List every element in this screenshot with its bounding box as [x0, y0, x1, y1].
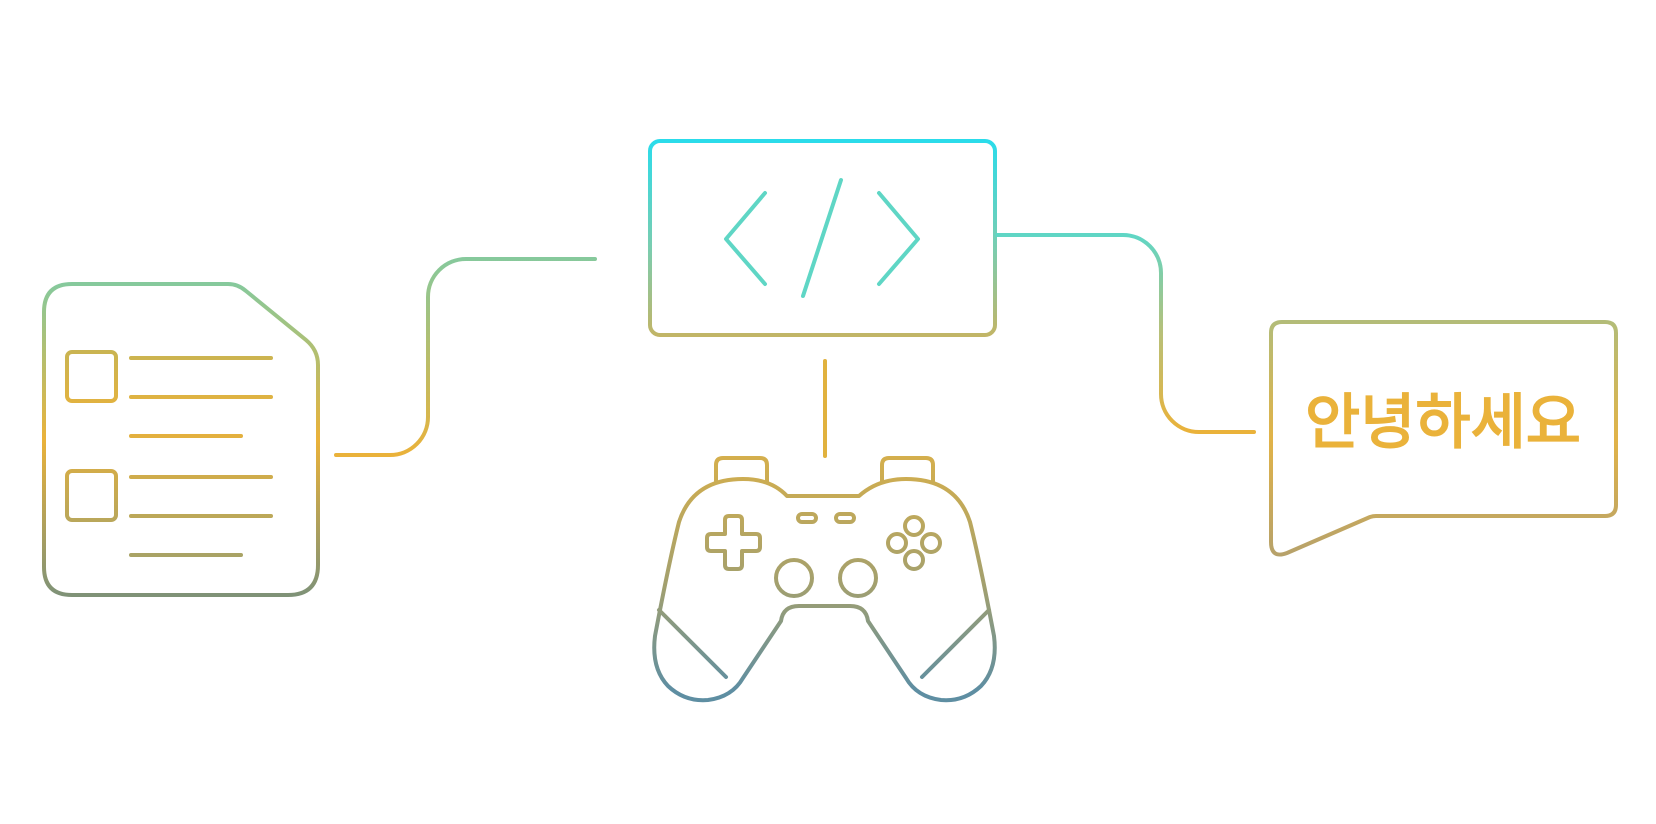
bumper-left — [714, 456, 769, 483]
start-button — [834, 512, 856, 524]
connector-document-to-code — [334, 257, 597, 457]
slash — [801, 178, 843, 298]
angle-bracket-right — [877, 191, 920, 286]
grip-line-right — [920, 608, 991, 679]
code-box-outline — [648, 139, 997, 337]
thumbstick-left — [774, 558, 814, 598]
checklist-items — [65, 350, 273, 557]
action-button-right — [920, 532, 942, 554]
dpad-icon — [705, 514, 762, 571]
connector-code-to-speech — [995, 233, 1256, 434]
checkbox-icon — [65, 350, 118, 403]
angle-bracket-left — [724, 191, 767, 286]
grip-line-left — [657, 608, 728, 679]
document-outline — [42, 282, 320, 597]
checkbox-icon — [65, 469, 118, 522]
action-button-bottom — [903, 549, 925, 571]
gamepad-icon — [652, 456, 997, 703]
action-button-left — [886, 532, 908, 554]
document-checklist-icon — [42, 282, 320, 597]
code-brackets-icon — [648, 139, 997, 337]
bumper-right — [880, 456, 935, 483]
speech-bubble-icon: 안녕하세요 — [1269, 320, 1618, 557]
gamepad-body — [652, 477, 997, 703]
greeting-text: 안녕하세요 — [1305, 388, 1581, 458]
select-button — [796, 512, 818, 524]
action-button-top — [903, 515, 925, 537]
speech-bubble-outline — [1269, 320, 1618, 557]
thumbstick-right — [838, 558, 878, 598]
